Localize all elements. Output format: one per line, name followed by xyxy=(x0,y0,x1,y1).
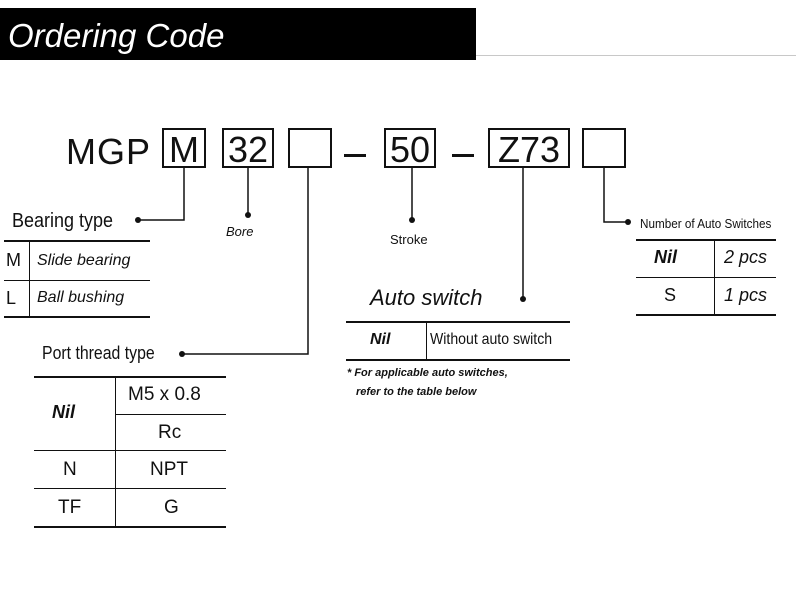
num-switches-table-mid-rule xyxy=(636,277,776,278)
port-value-npt: NPT xyxy=(150,459,188,480)
bearing-table-mid-rule xyxy=(4,280,150,281)
port-table-inner-rule xyxy=(116,414,226,415)
num-switches-desc-2pcs: 2 pcs xyxy=(724,247,768,267)
bearing-code-l: L xyxy=(6,288,17,308)
page-title: Ordering Code xyxy=(8,17,225,54)
bore-label: Bore xyxy=(226,224,254,239)
bearing-table-bottom-rule xyxy=(4,316,150,318)
auto-switch-title: Auto switch xyxy=(370,285,483,310)
auto-switch-desc: Without auto switch xyxy=(430,331,553,348)
bearing-table-top-rule xyxy=(4,240,150,242)
port-table-rule-3 xyxy=(34,488,226,489)
stroke-label: Stroke xyxy=(390,232,428,247)
header-bar xyxy=(0,8,476,60)
port-code-tf: TF xyxy=(58,497,82,518)
port-table-divider xyxy=(115,376,116,526)
port-value-rc: Rc xyxy=(158,422,182,443)
code-box-port xyxy=(288,128,332,168)
auto-switch-note-line1: * For applicable auto switches, xyxy=(347,367,508,379)
code-dash-2 xyxy=(452,154,474,157)
connector-bearing xyxy=(140,168,185,221)
bearing-type-title: Bearing type xyxy=(12,210,114,232)
connector-dot-bore xyxy=(245,212,251,218)
auto-switch-code-nil: Nil xyxy=(370,331,391,348)
num-switches-code-s: S xyxy=(664,285,677,305)
connector-dot-bearing xyxy=(135,217,141,223)
code-box-bearing: M xyxy=(162,128,206,170)
auto-switch-table-top-rule xyxy=(346,321,570,323)
model-prefix: MGP xyxy=(66,131,152,172)
bearing-desc-slide: Slide bearing xyxy=(37,252,131,269)
auto-switch-note-line2: refer to the table below xyxy=(356,386,477,398)
auto-switch-table-divider xyxy=(426,321,427,359)
connector-port xyxy=(184,168,309,355)
port-table-rule-2 xyxy=(34,450,226,451)
connector-dot-num-switches xyxy=(625,219,631,225)
connector-dot-auto-switch xyxy=(520,296,526,302)
num-switches-table-bottom-rule xyxy=(636,314,776,316)
code-box-stroke: 50 xyxy=(384,128,436,170)
bearing-desc-ball: Ball bushing xyxy=(37,289,125,306)
num-switches-desc-1pcs: 1 pcs xyxy=(724,285,768,305)
connector-dot-stroke xyxy=(409,217,415,223)
num-switches-code-nil: Nil xyxy=(654,247,678,267)
num-switches-title: Number of Auto Switches xyxy=(640,216,772,231)
port-code-n: N xyxy=(63,459,77,480)
port-code-nil: Nil xyxy=(52,402,76,422)
code-dash-1 xyxy=(344,154,366,157)
port-table-bottom-rule xyxy=(34,526,226,528)
port-value-g: G xyxy=(164,497,179,518)
port-thread-title: Port thread type xyxy=(42,343,155,363)
num-switches-table-divider xyxy=(714,239,715,314)
code-box-bore: 32 xyxy=(222,128,274,170)
header-divider xyxy=(476,55,796,56)
auto-switch-table-bottom-rule xyxy=(346,359,570,361)
port-table-top-rule xyxy=(34,376,226,378)
num-switches-table-top-rule xyxy=(636,239,776,241)
connector-num-switches xyxy=(603,168,626,223)
connector-dot-port xyxy=(179,351,185,357)
port-value-m5: M5 x 0.8 xyxy=(128,384,201,405)
code-box-num-switches xyxy=(582,128,626,168)
code-box-auto-switch: Z73 xyxy=(488,128,570,170)
bearing-table-divider xyxy=(29,240,30,316)
bearing-code-m: M xyxy=(6,250,21,270)
